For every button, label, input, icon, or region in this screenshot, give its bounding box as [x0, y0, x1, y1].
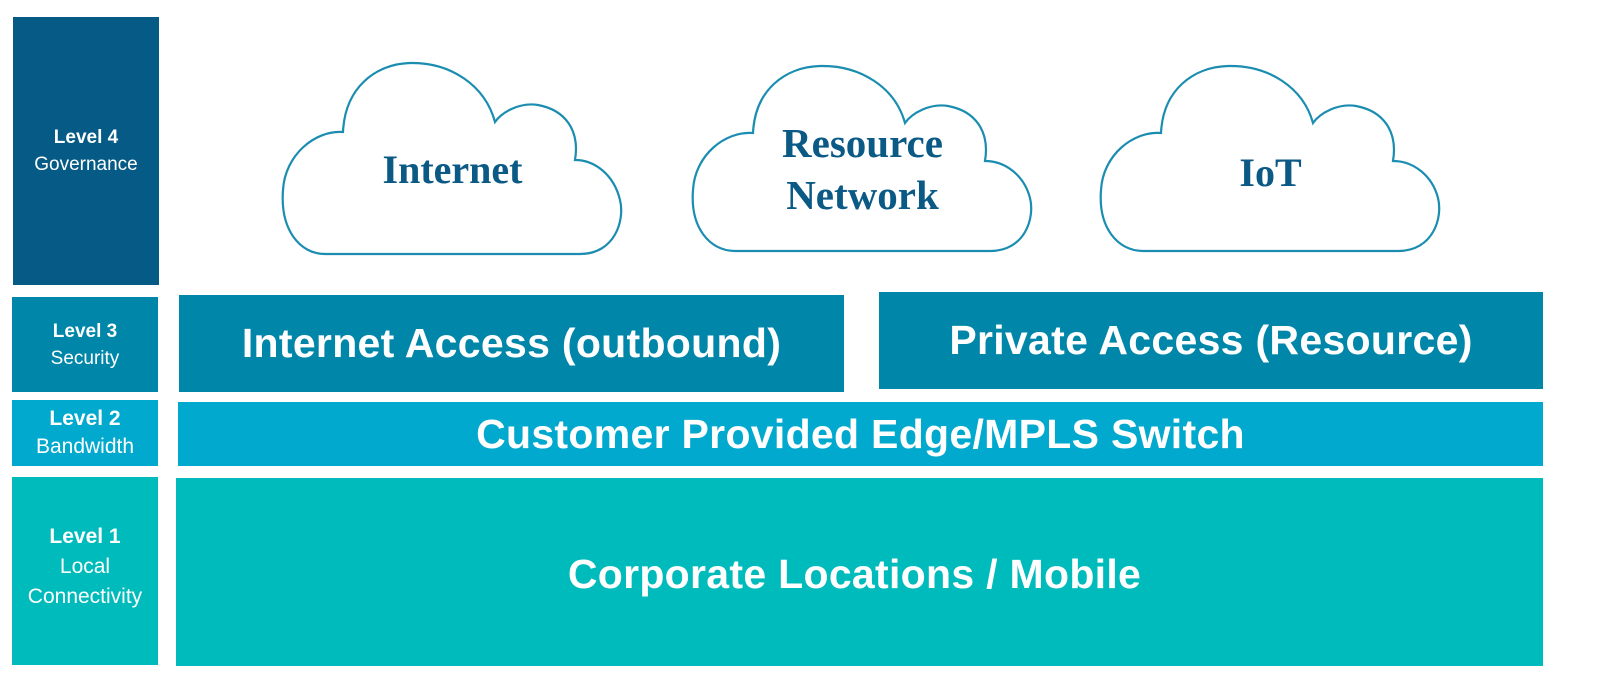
cloud-iot: IoT — [1098, 63, 1443, 253]
level-2-name: Bandwidth — [35, 435, 135, 458]
internet-access-label: Internet Access (outbound) — [241, 320, 782, 366]
level-2-number: Level 2 — [49, 407, 121, 430]
customer-edge-label: Customer Provided Edge/MPLS Switch — [476, 410, 1245, 457]
level-3-number: Level 3 — [52, 320, 118, 342]
cloud-internet: Internet — [280, 60, 625, 256]
level-1-local-connectivity-box: Level 1 Local Connectivity — [12, 477, 158, 665]
level-4-governance-box: Level 4 Governance — [13, 17, 159, 285]
level-3-security-box: Level 3 Security — [12, 297, 158, 392]
cloud-internet-label: Internet — [382, 147, 523, 192]
cloud-icon — [691, 64, 1033, 253]
cloud-resource-network: Resource Network — [690, 63, 1035, 253]
level-3-name: Security — [50, 347, 120, 369]
level-1-number: Level 1 — [49, 525, 121, 548]
private-access-label: Private Access (Resource) — [949, 317, 1473, 363]
level-1-name-line1: Local — [59, 555, 111, 578]
cloud-icon — [281, 61, 623, 256]
corporate-locations-mobile-bar: Corporate Locations / Mobile — [176, 478, 1543, 666]
level-1-name-line2: Connectivity — [27, 585, 143, 608]
corporate-locations-label: Corporate Locations / Mobile — [567, 550, 1142, 597]
cloud-resource-network-label-line1: Resource — [782, 120, 943, 166]
customer-edge-mpls-switch-bar: Customer Provided Edge/MPLS Switch — [178, 402, 1543, 466]
level-4-name: Governance — [34, 154, 138, 175]
cloud-icon — [1099, 64, 1441, 253]
level-4-number: Level 4 — [53, 127, 119, 148]
cloud-resource-network-label-line2: Network — [786, 172, 939, 218]
cloud-iot-label: IoT — [1239, 150, 1302, 195]
internet-access-outbound-bar: Internet Access (outbound) — [179, 295, 844, 392]
private-access-resource-bar: Private Access (Resource) — [879, 292, 1543, 389]
level-2-bandwidth-box: Level 2 Bandwidth — [12, 400, 158, 466]
